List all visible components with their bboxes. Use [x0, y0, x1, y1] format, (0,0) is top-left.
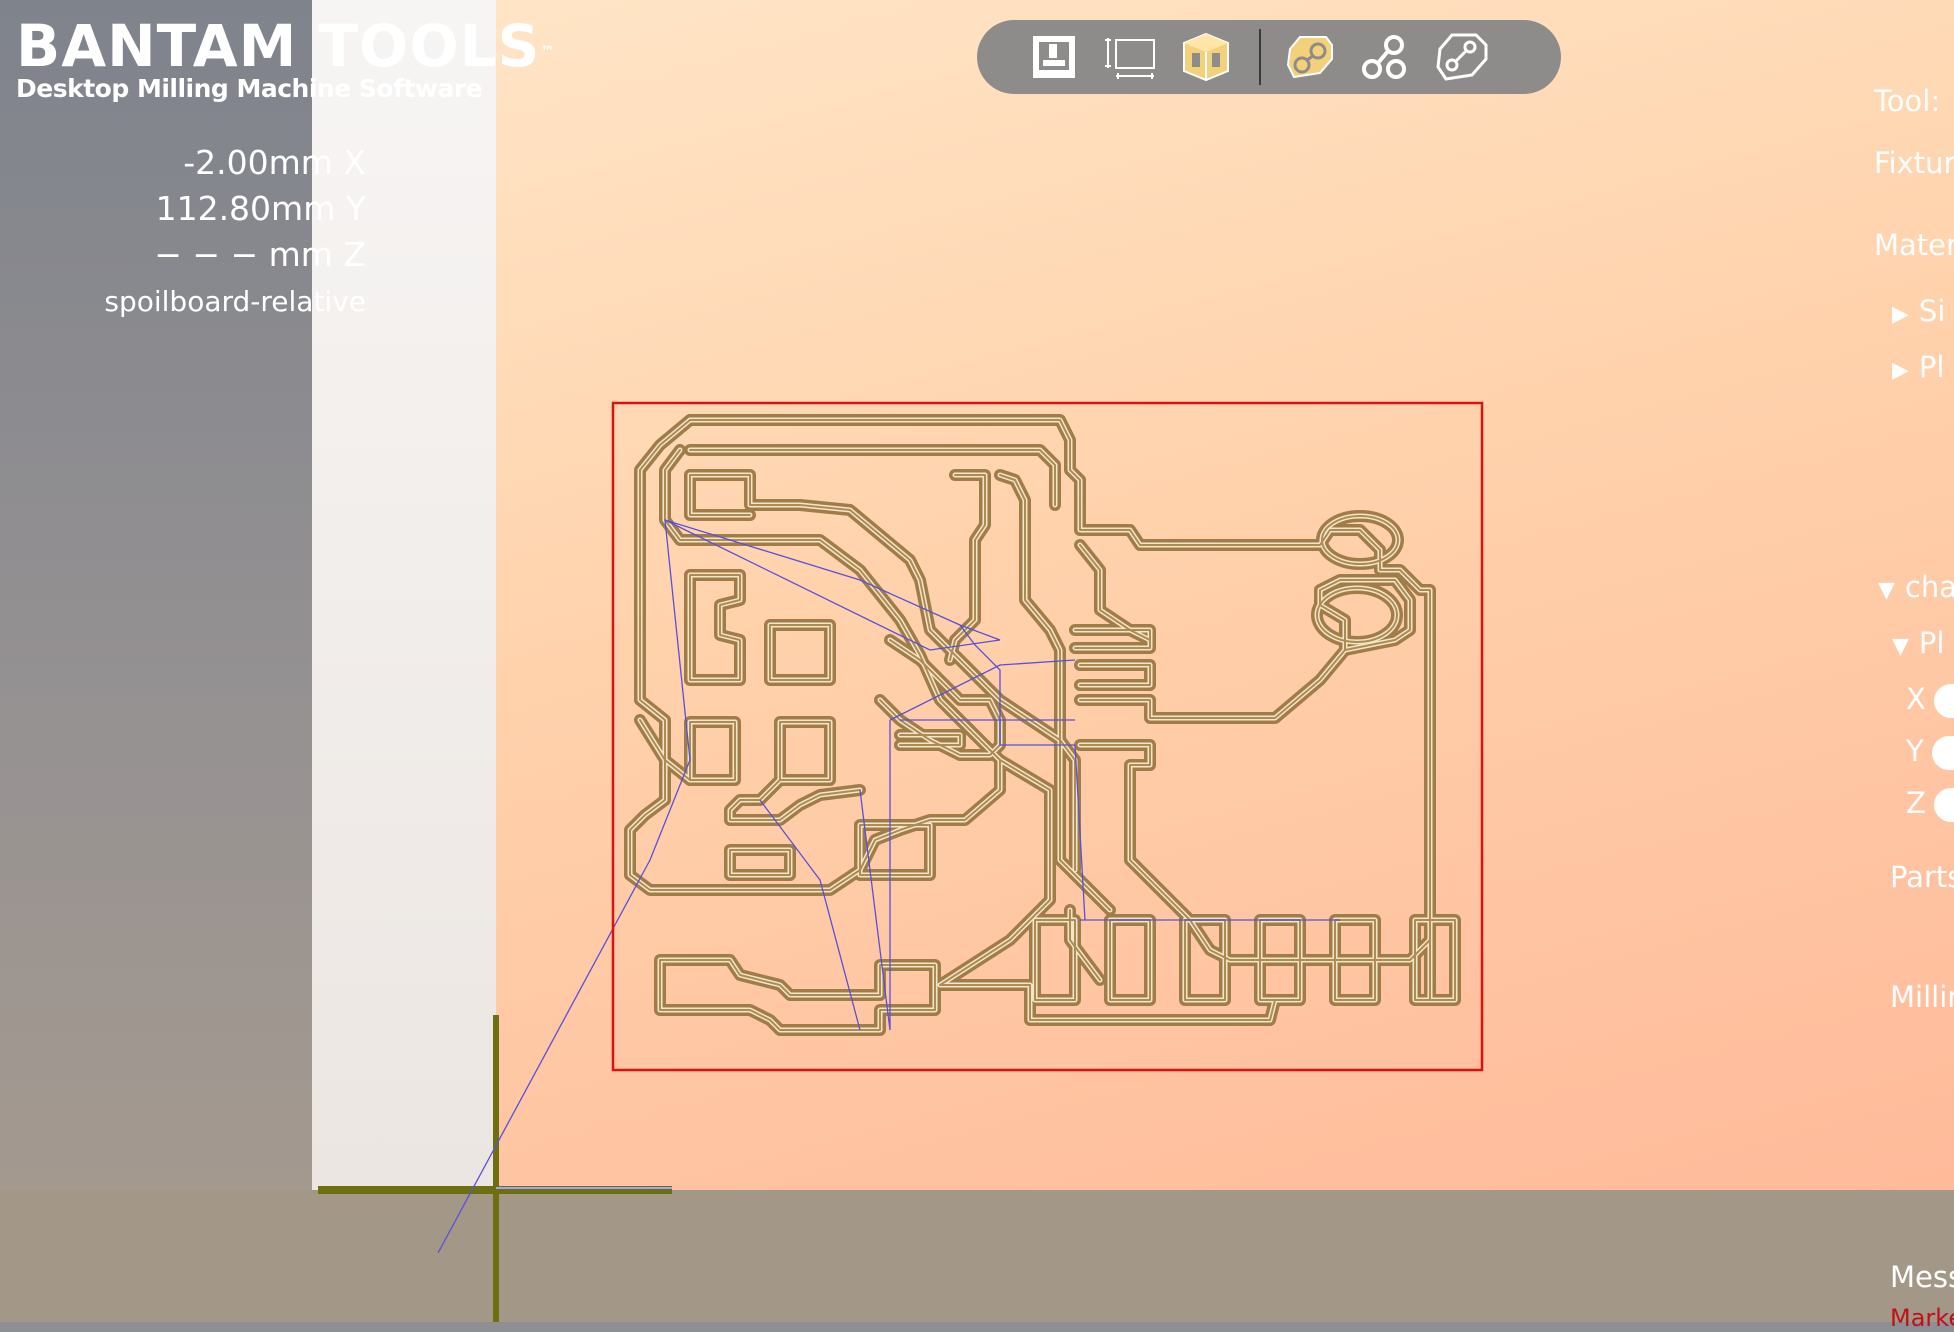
y-offset-toggle[interactable] [1931, 736, 1954, 770]
machine-bed [312, 0, 1954, 1190]
z-coordinate: − − − mm Z [154, 235, 366, 274]
material-label: Mater [1874, 228, 1954, 262]
coordinate-readout: -2.00mm X 112.80mm Y − − − mm Z spoilboa… [60, 140, 366, 322]
material-size-toggle[interactable]: ▶Si [1892, 294, 1946, 328]
coordinate-reference: spoilboard-relative [104, 285, 366, 318]
machine-icon[interactable] [1023, 26, 1085, 88]
messages-warning: Marke [1890, 1304, 1954, 1332]
brand-logo: BANTAM TOOLS™ Desktop Milling Machine So… [16, 14, 555, 103]
material-stock [312, 0, 1954, 1190]
material-placement-toggle[interactable]: ▶Pl [1892, 350, 1945, 384]
pcb-traces [630, 420, 1455, 1030]
collapsed-arrow-icon: ▶ [1892, 302, 1909, 327]
x-offset-toggle[interactable] [1933, 684, 1954, 718]
view-toolbar [977, 20, 1561, 94]
milling-label: Millin [1890, 980, 1954, 1014]
material-dimensions-icon[interactable] [1099, 26, 1161, 88]
y-offset-row: Y [1906, 734, 1954, 770]
fixture-label: Fixtur [1874, 146, 1954, 180]
brand-name: BANTAM TOOLS™ [16, 12, 556, 80]
material-boundary [611, 401, 1484, 1072]
pcb-board-icon[interactable] [1431, 26, 1493, 88]
parts-label: Parts [1890, 860, 1954, 894]
expanded-arrow-icon: ▼ [1878, 578, 1895, 603]
brand-subtitle: Desktop Milling Machine Software [16, 74, 483, 103]
plan-toggle[interactable]: ▼Pl [1892, 626, 1945, 660]
machine-floor [0, 1190, 1954, 1322]
expanded-arrow-icon: ▼ [1892, 634, 1909, 659]
tool-label: Tool: [1874, 84, 1941, 118]
fixture-3d-icon[interactable] [1175, 26, 1237, 88]
collapsed-arrow-icon: ▶ [1892, 358, 1909, 383]
bed-edge-highlight [312, 0, 496, 1190]
z-offset-toggle[interactable] [1933, 788, 1954, 822]
y-coordinate: 112.80mm Y [155, 189, 366, 228]
z-offset-row: Z [1906, 786, 1954, 822]
toolbar-divider [1259, 29, 1261, 85]
pcb-connections-icon[interactable] [1355, 26, 1417, 88]
x-offset-row: X [1906, 682, 1954, 718]
messages-label: Mess [1890, 1260, 1954, 1294]
x-coordinate: -2.00mm X [183, 143, 366, 182]
file-toggle[interactable]: ▼cha [1878, 570, 1954, 604]
ratsnest-lines [437, 519, 1340, 1254]
pcb-traces-icon[interactable] [1279, 26, 1341, 88]
